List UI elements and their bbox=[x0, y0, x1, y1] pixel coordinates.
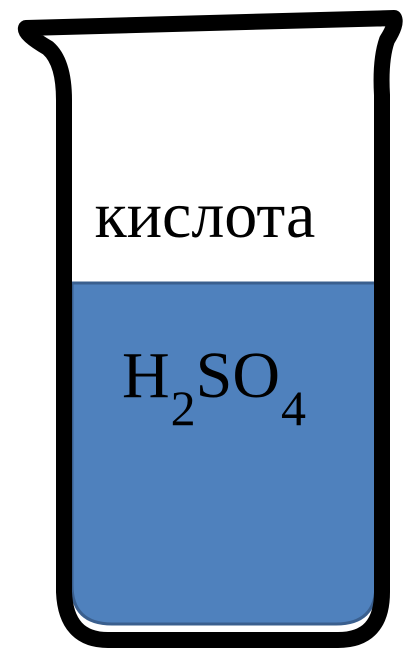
acid-liquid bbox=[70, 281, 378, 626]
formula-element-h: H bbox=[122, 339, 170, 412]
chemical-formula: H2SO4 bbox=[122, 336, 306, 436]
formula-subscript-2: 2 bbox=[170, 380, 196, 436]
beaker-outline bbox=[17, 10, 403, 648]
formula-subscript-4: 4 bbox=[281, 380, 307, 436]
beaker-label: кислота bbox=[94, 179, 316, 252]
formula-element-so: SO bbox=[195, 339, 281, 412]
